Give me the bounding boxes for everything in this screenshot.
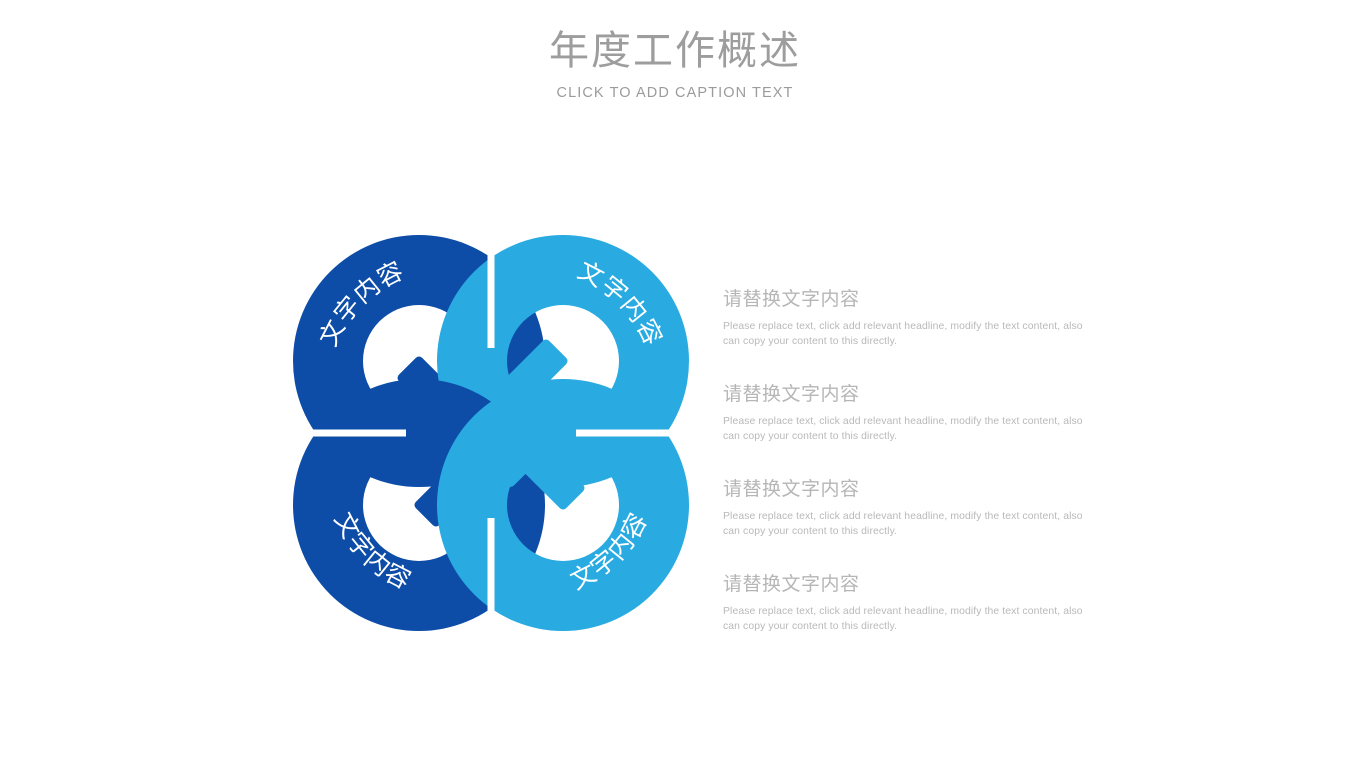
content-heading: 请替换文字内容 xyxy=(723,573,860,595)
page-title: 年度工作概述 xyxy=(549,28,801,74)
petal-separators xyxy=(286,228,696,638)
petal-bottom-right-arrow xyxy=(496,422,585,510)
page-subtitle: CLICK TO ADD CAPTION TEXT xyxy=(556,85,794,101)
list-item: 请替换文字内容 Please replace text, click add r… xyxy=(723,286,1103,349)
pinwheel-diagram: 文字内容 文字内容 文字内容 xyxy=(286,228,696,638)
petal-bottom-right[interactable]: 文字内容 xyxy=(437,379,689,631)
slide-header: 年度工作概述 CLICK TO ADD CAPTION TEXT xyxy=(0,26,1350,102)
content-body: Please replace text, click add relevant … xyxy=(723,511,1083,537)
content-heading: 请替换文字内容 xyxy=(723,478,860,500)
content-heading: 请替换文字内容 xyxy=(723,383,860,405)
content-list: 请替换文字内容 Please replace text, click add r… xyxy=(723,286,1103,634)
content-body: Please replace text, click add relevant … xyxy=(723,321,1083,347)
list-item: 请替换文字内容 Please replace text, click add r… xyxy=(723,476,1103,539)
content-body: Please replace text, click add relevant … xyxy=(723,416,1083,442)
content-body: Please replace text, click add relevant … xyxy=(723,606,1083,632)
list-item: 请替换文字内容 Please replace text, click add r… xyxy=(723,381,1103,444)
list-item: 请替换文字内容 Please replace text, click add r… xyxy=(723,571,1103,634)
content-heading: 请替换文字内容 xyxy=(723,288,860,310)
